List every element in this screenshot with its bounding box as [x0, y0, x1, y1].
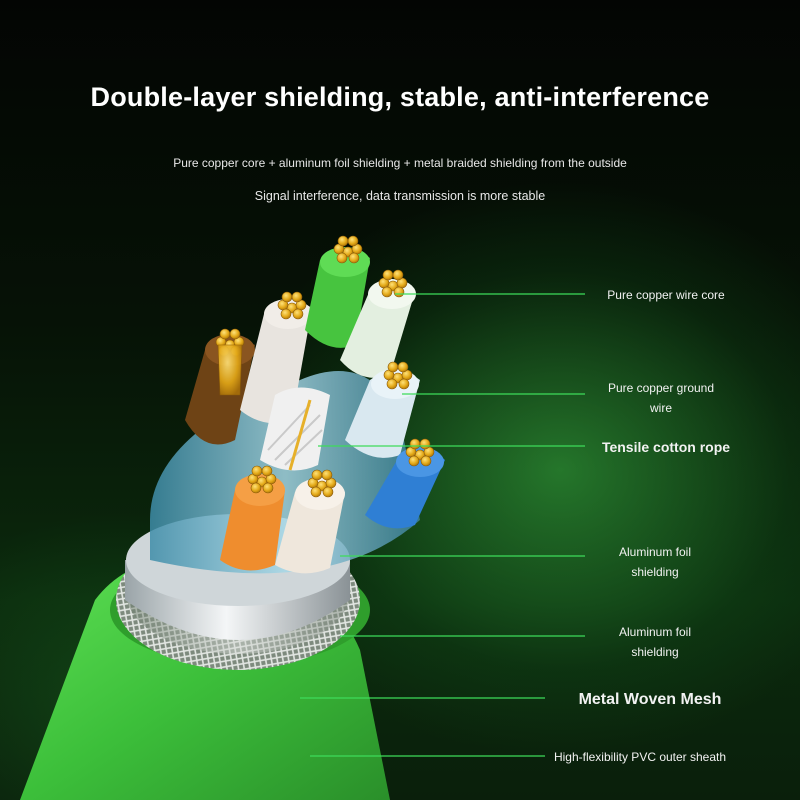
callout-copper-core: Pure copper wire core — [596, 285, 736, 305]
callout-pvc-sheath-text: High-flexibility PVC outer sheath — [553, 750, 727, 764]
callout-foil-a: Aluminum foil shielding — [595, 542, 715, 582]
subheadline-signal: Signal interference, data transmission i… — [254, 189, 546, 203]
callout-woven-mesh: Metal Woven Mesh — [570, 690, 730, 710]
callout-foil-a-line2: shielding — [631, 565, 679, 579]
callout-foil-a-line1: Aluminum foil — [618, 545, 692, 559]
callout-woven-mesh-text: Metal Woven Mesh — [578, 691, 722, 708]
callout-leader-lines — [300, 293, 585, 757]
callout-cotton-rope-text: Tensile cotton rope — [601, 439, 731, 455]
callout-foil-b: Aluminum foil shielding — [595, 622, 715, 662]
callout-foil-b-line2: shielding — [631, 645, 679, 659]
subheadline-materials: Pure copper core + aluminum foil shieldi… — [173, 156, 627, 170]
callout-ground-wire: Pure copper ground wire — [596, 378, 726, 418]
callout-ground-wire-line1: Pure copper ground — [607, 381, 715, 395]
callout-foil-b-line1: Aluminum foil — [618, 625, 692, 639]
headline: Double-layer shielding, stable, anti-int… — [90, 82, 710, 112]
callout-ground-wire-line2: wire — [649, 401, 672, 415]
callout-cotton-rope: Tensile cotton rope — [596, 437, 736, 457]
copper-cores — [215, 235, 435, 498]
callout-pvc-sheath: High-flexibility PVC outer sheath — [552, 747, 728, 767]
callout-copper-core-text: Pure copper wire core — [607, 288, 725, 302]
